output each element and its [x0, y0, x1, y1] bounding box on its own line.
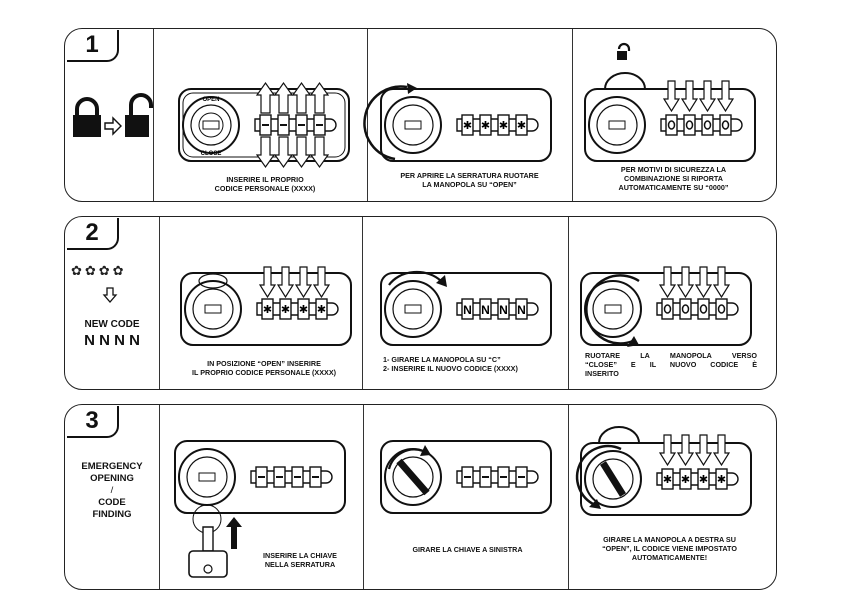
svg-text:✱: ✱ [317, 303, 326, 316]
combination-lock-illustration [584, 42, 756, 162]
step-2-caption-3: RUOTARE LA MANOPOLA VERSO “CLOSE” E IL N… [585, 351, 757, 378]
step-3-caption-3: GIRARE LA MANOPOLA A DESTRA SU “OPEN”, I… [602, 535, 737, 562]
combination-lock-with-key-illustration [380, 440, 552, 514]
svg-text:✱: ✱ [717, 473, 726, 486]
step-2-panel: 2 ✿✿✿✿ NEW CODE N N N N ✱ ✱ ✱ ✱ IN POSIZION… [64, 216, 777, 390]
svg-text:✱: ✱ [663, 473, 672, 486]
step-1-number: 1 [67, 30, 119, 62]
svg-text:N: N [463, 303, 472, 317]
step-2-caption-1: IN POSIZIONE “OPEN” INSERIRE IL PROPRIO … [191, 359, 337, 377]
arrow-down-icon [102, 287, 118, 303]
svg-text:✱: ✱ [699, 473, 708, 486]
combination-lock-with-key-illustration: ✱ ✱ ✱ ✱ [575, 426, 752, 516]
padlock-closed-to-open-icon [73, 93, 153, 137]
divider [568, 217, 569, 389]
divider [153, 29, 154, 201]
combination-lock-illustration: OPEN CLOSE [178, 81, 350, 169]
step-3-caption-2: GIRARE LA CHIAVE A SINISTRA [412, 545, 523, 554]
svg-text:✱: ✱ [681, 473, 690, 486]
combination-lock-illustration [580, 266, 752, 347]
svg-text:N: N [517, 303, 526, 317]
svg-text:✱: ✱ [481, 119, 490, 132]
new-code-value: N N N N [84, 332, 140, 349]
divider [367, 29, 368, 201]
flower-icons: ✿✿✿✿ [71, 263, 127, 278]
new-code-label: NEW CODE [84, 319, 140, 330]
step-1-caption-3: PER MOTIVI DI SICUREZZA LA COMBINAZIONE … [618, 165, 729, 192]
svg-text:✱: ✱ [263, 303, 272, 316]
divider [572, 29, 573, 201]
step-1-caption-1: INSERIRE IL PROPRIO CODICE PERSONALE (XX… [214, 175, 316, 193]
step-3-panel: 3 EMERGENCY OPENING / CODE FINDING INSER… [64, 404, 777, 590]
combination-lock-illustration: ✱ ✱ ✱ ✱ [180, 266, 352, 346]
combination-lock-illustration: ✱ ✱ ✱ ✱ [363, 83, 552, 162]
step-1-caption-2: PER APRIRE LA SERRATURA RUOTARE LA MANOP… [400, 171, 539, 189]
svg-text:✱: ✱ [499, 119, 508, 132]
step-1-panel: 1 OPEN CLOSE INSERIRE IL PROP [64, 28, 777, 202]
step-3-caption-1: INSERIRE LA CHIAVE NELLA SERRATURA [263, 551, 337, 569]
svg-text:N: N [499, 303, 508, 317]
svg-text:CLOSE: CLOSE [201, 151, 222, 157]
divider [362, 217, 363, 389]
emergency-title: EMERGENCY OPENING / CODE FINDING [81, 461, 143, 520]
divider [568, 405, 569, 589]
svg-text:N: N [481, 303, 490, 317]
divider [159, 217, 160, 389]
svg-text:✱: ✱ [299, 303, 308, 316]
divider [363, 405, 364, 589]
step-2-number: 2 [67, 218, 119, 250]
combination-lock-with-key-illustration [174, 440, 346, 578]
svg-text:✱: ✱ [281, 303, 290, 316]
divider [159, 405, 160, 589]
svg-text:OPEN: OPEN [202, 97, 219, 103]
svg-text:✱: ✱ [517, 119, 526, 132]
step-2-caption-2: 1- GIRARE LA MANOPOLA SU “C” 2- INSERIRE… [383, 355, 518, 373]
step-3-number: 3 [67, 406, 119, 438]
svg-text:✱: ✱ [463, 119, 472, 132]
